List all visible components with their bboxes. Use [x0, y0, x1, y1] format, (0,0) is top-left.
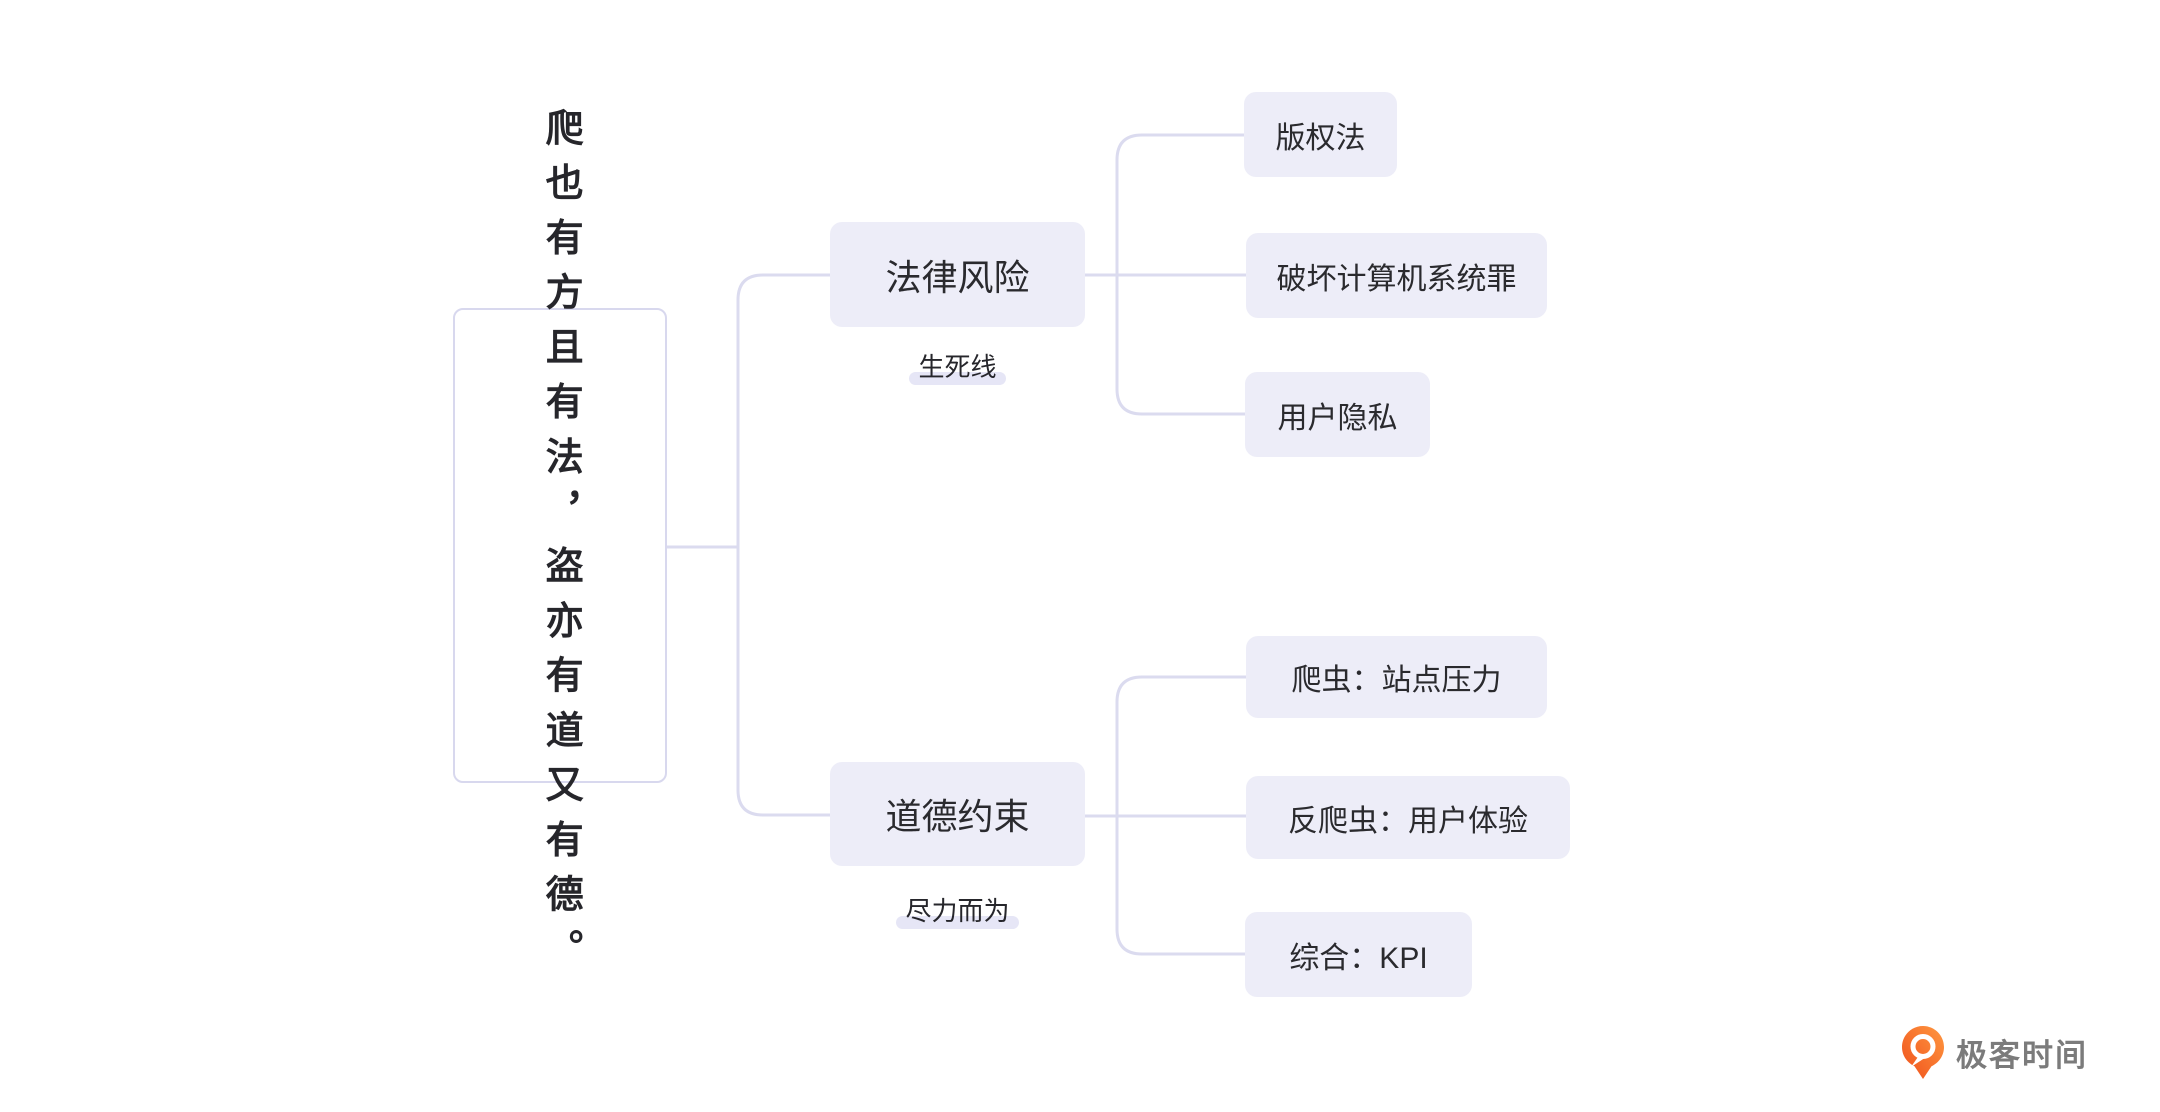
child-node-user-privacy[interactable]: 用户隐私 [1245, 372, 1430, 457]
geektime-logo-icon [1902, 1026, 1944, 1079]
edge-branch2-child1 [1115, 675, 1248, 818]
child-node-label: 版权法 [1275, 121, 1366, 155]
branch-note-moral-constraint: 尽力而为 [830, 891, 1085, 929]
branch-node-label: 道德约束 [885, 796, 1030, 837]
child-node-anticrawler-ux[interactable]: 反爬虫：用户体验 [1246, 776, 1570, 859]
edge-branch1-child1 [1115, 133, 1246, 277]
edge-branch1-child3 [1115, 273, 1247, 416]
child-node-label: 爬虫：站点压力 [1291, 664, 1502, 697]
child-node-overall-kpi[interactable]: 综合：KPI [1245, 912, 1472, 997]
branch-node-moral-constraint[interactable]: 道德约束 [830, 762, 1085, 866]
child-node-computer-system-crime[interactable]: 破坏计算机系统罪 [1246, 233, 1547, 318]
child-node-label: 反爬虫：用户体验 [1288, 804, 1528, 838]
branch-note-legal-risk: 生死线 [830, 347, 1085, 385]
edge-root-branch2 [736, 545, 832, 817]
root-node[interactable]: 爬也有方且有法，盗亦有道又有德。 [453, 108, 667, 983]
edge-root-branch1 [736, 273, 832, 549]
branch-node-label: 法律风险 [885, 256, 1030, 298]
branch-note-text: 尽力而为 [896, 891, 1019, 929]
child-node-label: 用户隐私 [1277, 401, 1398, 435]
child-node-label: 破坏计算机系统罪 [1276, 262, 1517, 296]
child-node-label: 综合：KPI [1289, 941, 1428, 975]
geektime-logo: 极客时间 [1900, 1024, 2088, 1081]
branch-node-legal-risk[interactable]: 法律风险 [830, 222, 1085, 327]
geektime-logo-text: 极客时间 [1956, 1038, 2088, 1073]
root-node-label: 爬也有方且有法，盗亦有道又有德。 [539, 107, 582, 984]
edge-branch2-child3 [1115, 814, 1247, 956]
branch-note-text: 生死线 [909, 347, 1006, 385]
child-node-copyright-law[interactable]: 版权法 [1244, 92, 1397, 177]
child-node-crawler-site-pressure[interactable]: 爬虫：站点压力 [1246, 636, 1547, 718]
